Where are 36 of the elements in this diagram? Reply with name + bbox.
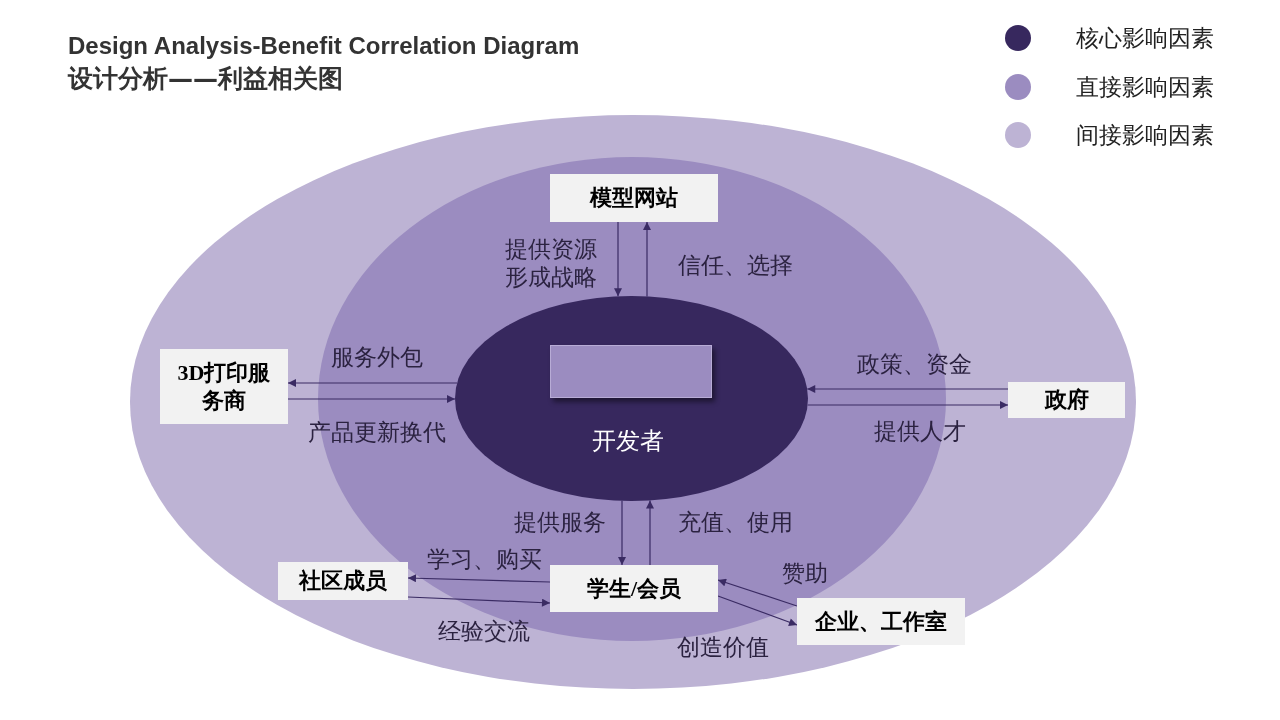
arrow xyxy=(646,499,654,566)
stakeholder-box: 社区成员 xyxy=(278,562,408,600)
stakeholder-box: 学生/会员 xyxy=(550,565,718,612)
legend-label: 核心影响因素 xyxy=(1076,24,1214,52)
arrow xyxy=(807,401,1009,409)
title: Design Analysis-Benefit Correlation Diagram xyxy=(68,31,580,61)
edge-label: 赞助 xyxy=(782,559,828,587)
arrow xyxy=(614,221,622,297)
arrow xyxy=(643,221,651,297)
edge-label: 信任、选择 xyxy=(677,251,793,279)
arrow xyxy=(287,395,456,403)
stakeholder-box: 3D打印服务商 xyxy=(160,349,288,424)
arrow xyxy=(717,578,798,607)
edge-label: 经验交流 xyxy=(438,617,530,645)
arrow xyxy=(806,385,1009,393)
arrow xyxy=(407,596,551,607)
arrow xyxy=(407,574,551,583)
stakeholder-box: 政府 xyxy=(1008,382,1125,418)
edge-label: 提供人才 xyxy=(874,417,966,445)
edge-label: 创造价值 xyxy=(677,633,769,661)
blank-box xyxy=(550,345,712,398)
arrow xyxy=(618,500,626,566)
legend-label: 直接影响因素 xyxy=(1076,72,1214,101)
edge-label: 提供资源形成战略 xyxy=(505,235,598,291)
subtitle: 设计分析——利益相关图 xyxy=(68,63,343,95)
edge-label: 政策、资金 xyxy=(856,350,972,378)
edge-label: 学习、购买 xyxy=(426,545,542,573)
arrow xyxy=(717,595,798,626)
legend-label: 间接影响因素 xyxy=(1076,121,1214,149)
edge-label: 产品更新换代 xyxy=(308,418,446,446)
edge-label: 充值、使用 xyxy=(677,508,793,536)
arrow xyxy=(287,379,458,387)
edge-label: 服务外包 xyxy=(331,343,423,371)
edge-label: 提供服务 xyxy=(514,508,606,536)
role-label: 开发者 xyxy=(592,426,664,456)
stakeholder-box: 模型网站 xyxy=(550,174,718,222)
